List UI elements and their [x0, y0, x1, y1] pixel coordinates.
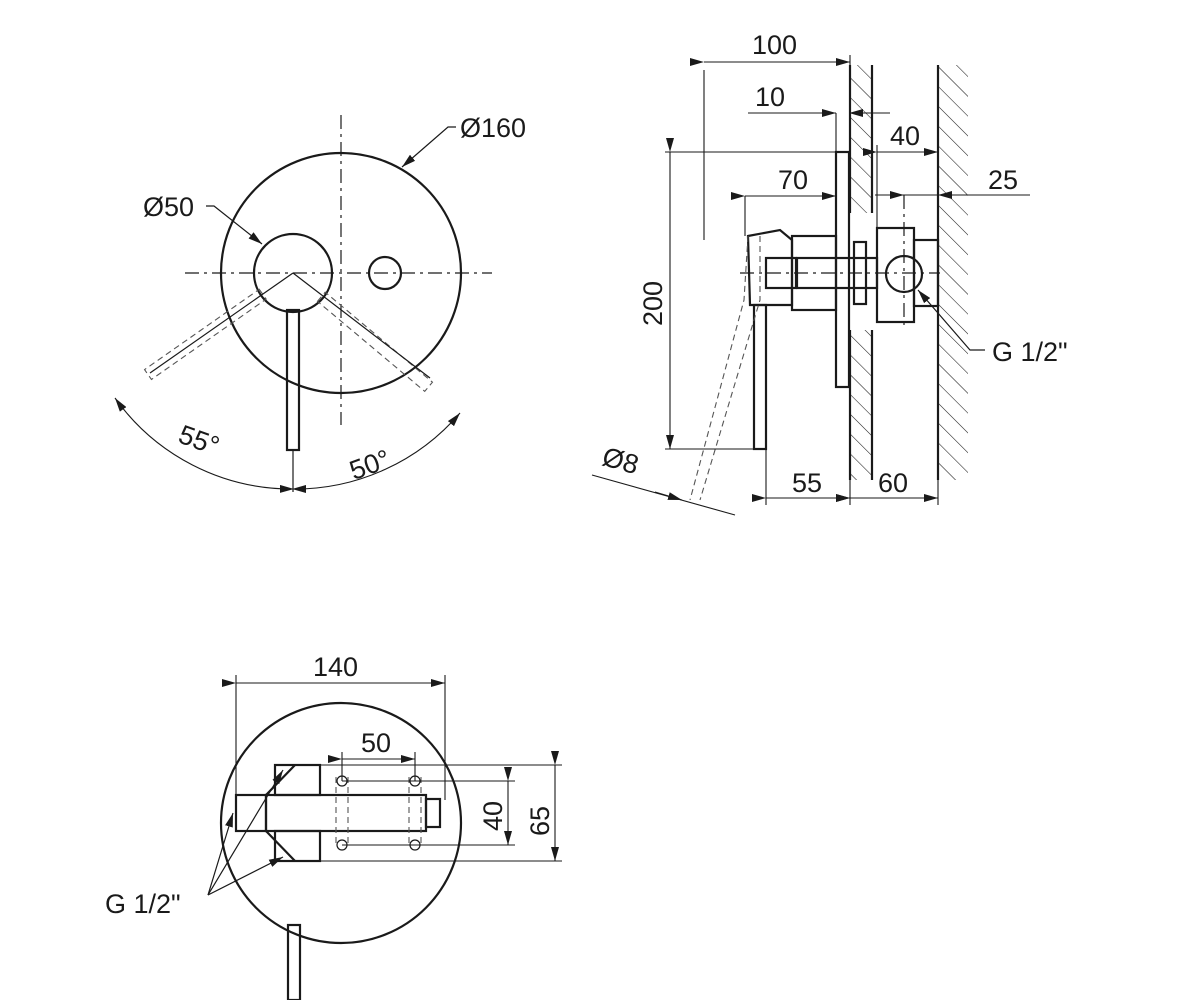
angle-arc-right	[279, 412, 461, 493]
finish-wall-lower	[850, 330, 872, 480]
valve-body	[875, 226, 916, 324]
angle-left-label: 55°	[175, 419, 224, 461]
port-diagonal	[265, 830, 296, 862]
inlet-offset-label: 25	[988, 165, 1018, 195]
cover-plate	[219, 151, 463, 395]
back-wall	[938, 65, 968, 480]
handle-diameter-leader	[206, 205, 263, 245]
lever-reach-label: 70	[778, 165, 808, 195]
body-height-label: 40	[478, 801, 508, 831]
rear-lever	[286, 923, 302, 1000]
flange-height-label: 65	[525, 806, 555, 836]
front-view: Ø160 Ø50 55° 50°	[114, 113, 526, 493]
rear-plate	[219, 701, 463, 945]
plate-height-label: 200	[638, 281, 668, 326]
left-stub	[234, 793, 268, 833]
angle-ray-right	[292, 272, 431, 379]
handle-base	[252, 232, 334, 314]
side-thread-label: G 1/2"	[992, 337, 1068, 367]
lever-right-position	[316, 291, 434, 393]
rear-view: 140 50 40 65 G 1/2"	[105, 652, 562, 1000]
end-cap	[424, 797, 442, 829]
finish-wall-upper	[850, 65, 872, 213]
lever-head	[746, 228, 794, 307]
pitch-label: 50	[361, 728, 391, 758]
lever-alt-position	[689, 235, 761, 501]
valve-bar	[264, 793, 428, 833]
lever-diameter-label: Ø8	[599, 441, 642, 480]
handle-diameter-label: Ø50	[143, 192, 194, 222]
rear-thread-label: G 1/2"	[105, 889, 181, 919]
angle-ray-left	[149, 272, 294, 374]
width-label: 140	[313, 652, 358, 682]
thread-leader-a	[207, 812, 234, 896]
dim-arrow	[654, 491, 683, 501]
diverter-knob	[367, 255, 403, 291]
plate-thickness-label: 10	[755, 82, 785, 112]
plate-diameter-leader	[401, 126, 456, 168]
body-depth-label: 55	[792, 468, 822, 498]
bolt-left	[335, 775, 349, 851]
side-view: 100 10 40 25 70 200 Ø8 55 60	[591, 30, 1068, 516]
thread-leader-c	[207, 856, 284, 896]
thread-leader-b	[207, 769, 284, 896]
angle-right-label: 50°	[346, 444, 395, 486]
side-lever	[752, 303, 768, 451]
plate-diameter-label: Ø160	[460, 113, 526, 143]
bolt-right	[408, 775, 422, 851]
thread-leader	[917, 289, 985, 351]
angle-arc-left	[114, 397, 307, 493]
gap-label: 40	[890, 121, 920, 151]
depth-total-label: 100	[752, 30, 797, 60]
side-cover-plate	[834, 150, 851, 389]
wall-depth-label: 60	[878, 468, 908, 498]
